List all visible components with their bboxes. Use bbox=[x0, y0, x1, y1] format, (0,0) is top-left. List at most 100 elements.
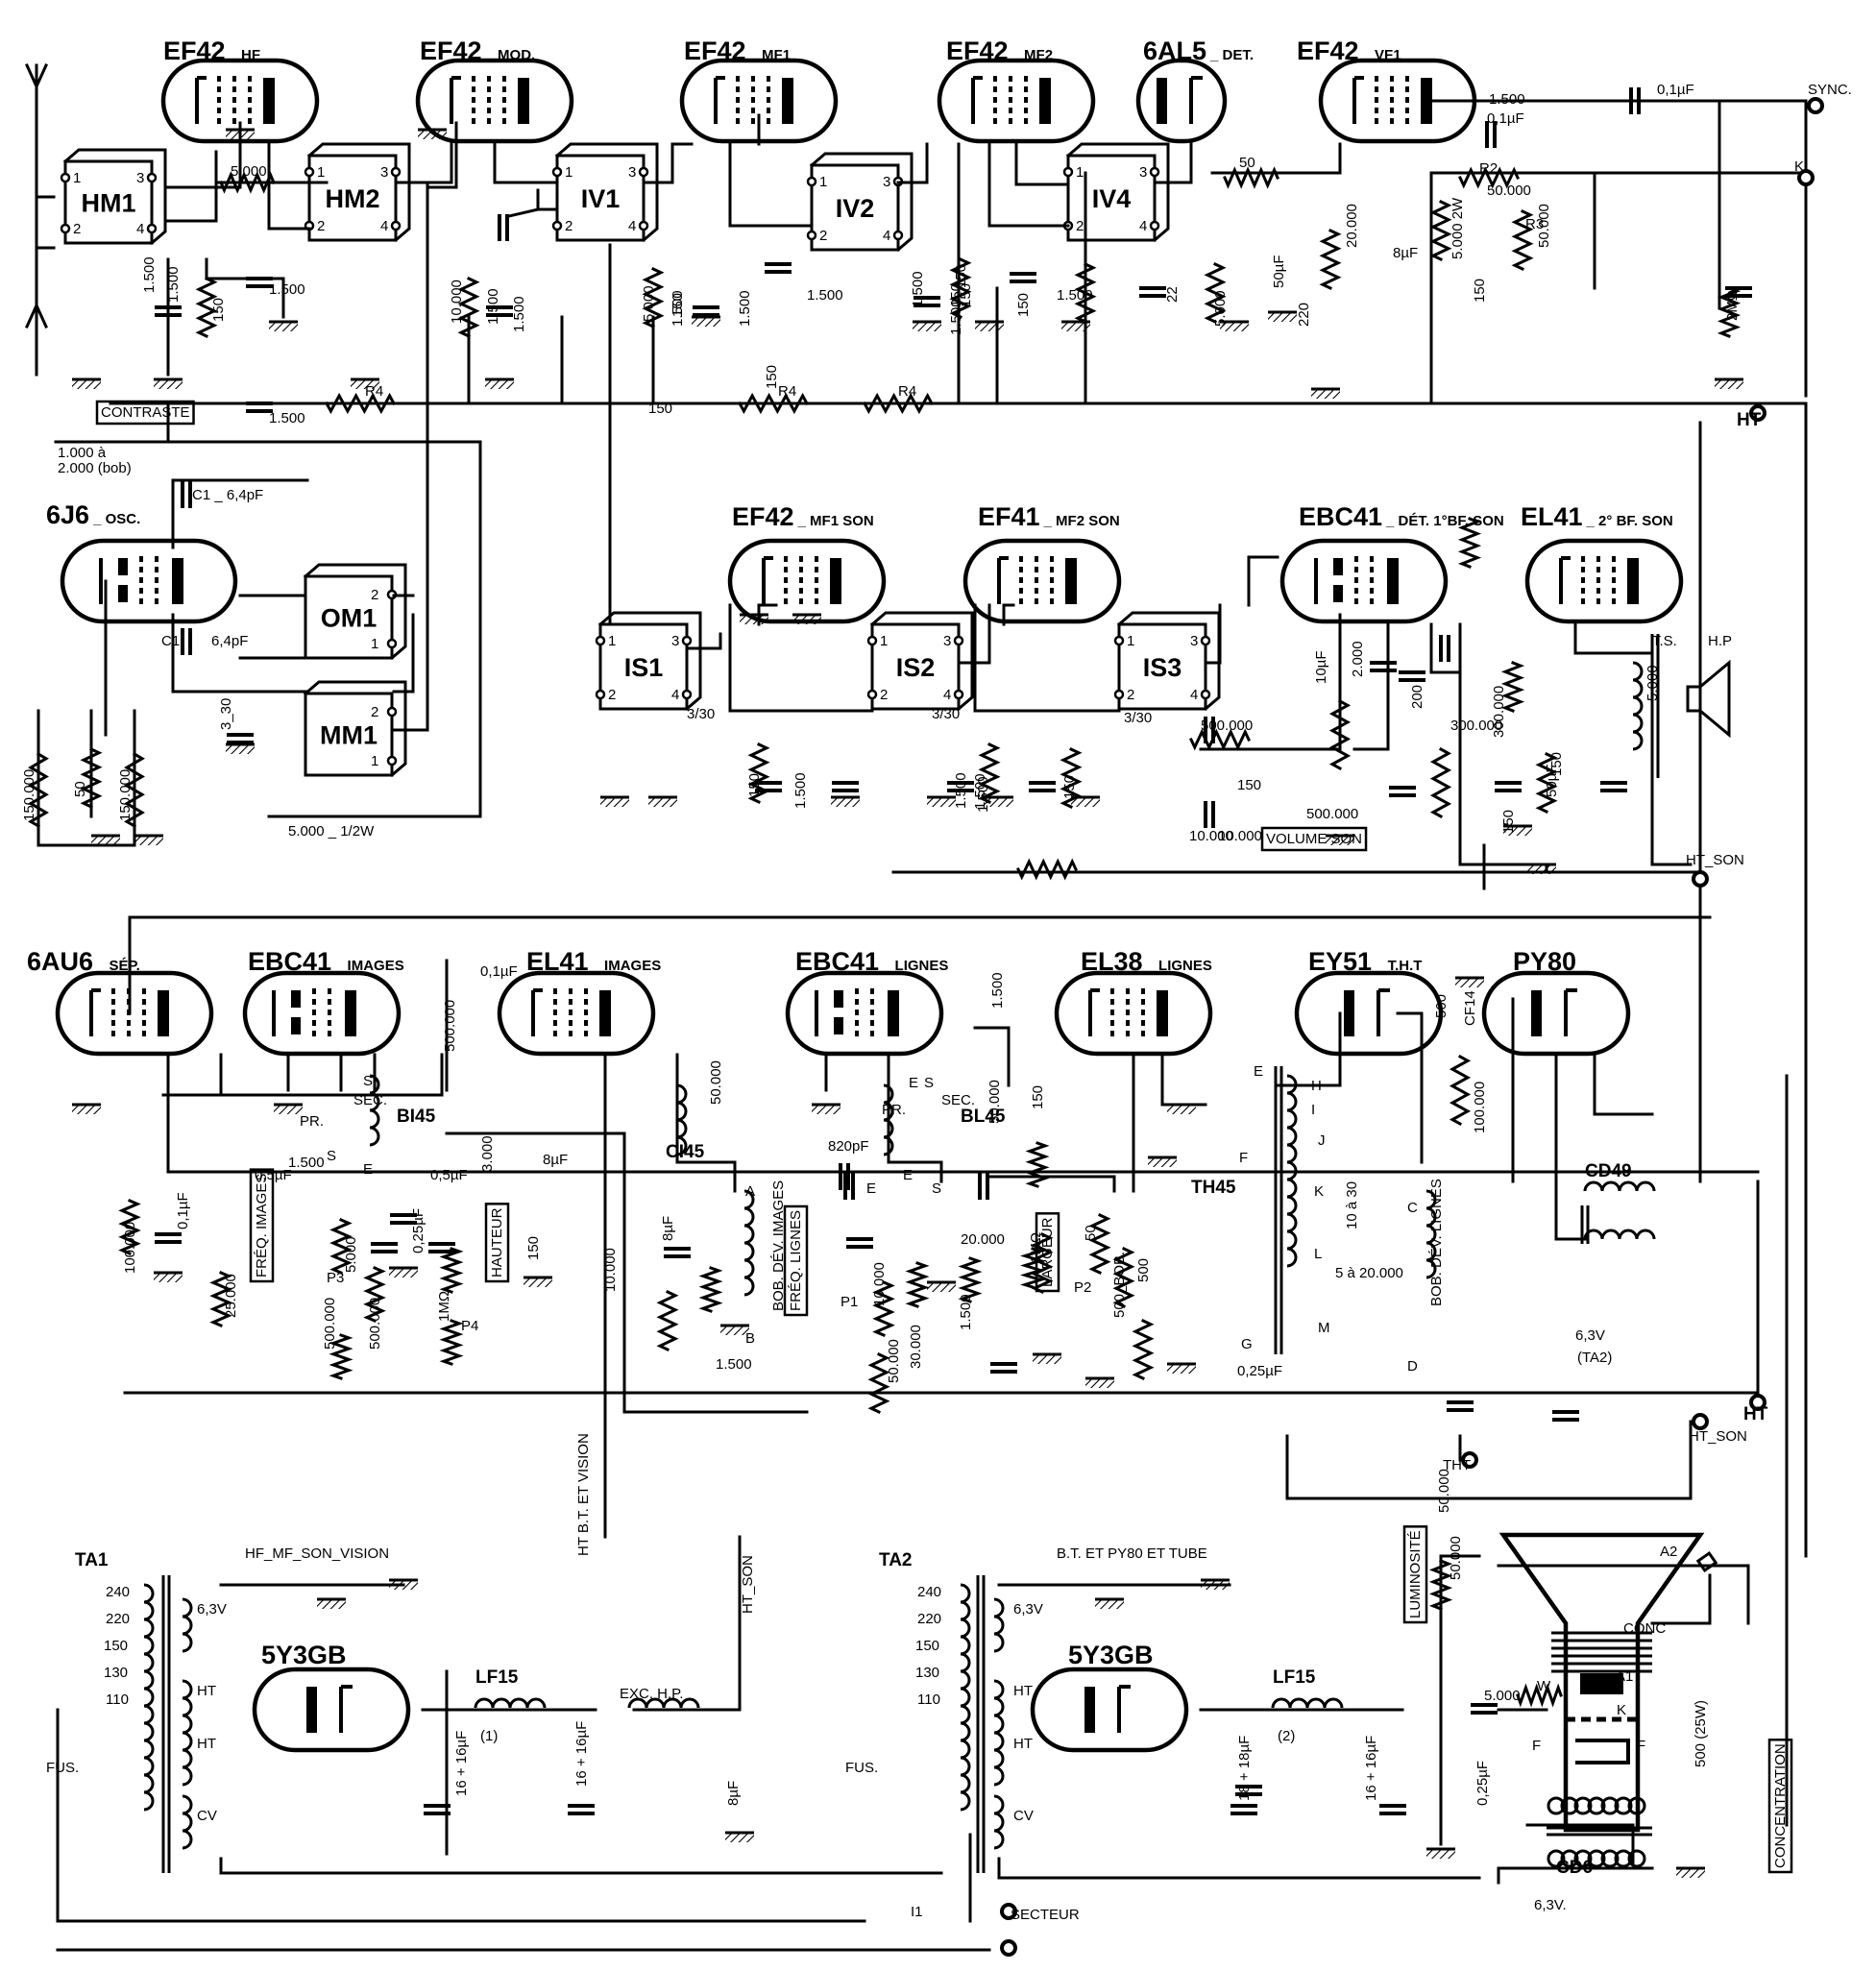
component-value: 220 bbox=[106, 1611, 130, 1627]
ground-symbol bbox=[267, 320, 300, 333]
wire bbox=[1199, 613, 1342, 751]
resistor bbox=[329, 1333, 353, 1380]
resistor bbox=[118, 1199, 141, 1255]
component-value: J bbox=[1318, 1132, 1326, 1149]
ground-symbol bbox=[690, 315, 722, 328]
inductor bbox=[1323, 1697, 1344, 1709]
component-value: 0,25µF bbox=[410, 1208, 426, 1253]
coil-name: HM1 bbox=[81, 189, 135, 218]
inductor bbox=[676, 1135, 688, 1156]
component-value: CV bbox=[1013, 1808, 1034, 1824]
component-value: 150 bbox=[953, 264, 969, 288]
tube-t18 bbox=[1481, 970, 1631, 1057]
wire bbox=[622, 1132, 809, 1414]
label-l47: LUMINOSITÉ bbox=[1407, 1530, 1424, 1618]
tube-label: EBC41_ LIGNES bbox=[795, 947, 948, 976]
resistor bbox=[737, 392, 810, 415]
coil-name: IV1 bbox=[581, 184, 621, 213]
resistor bbox=[642, 267, 665, 328]
label-l60: F bbox=[1532, 1738, 1541, 1754]
label-l2: 1.000 à bbox=[58, 445, 107, 461]
wire bbox=[25, 302, 48, 328]
label-l3: 2.000 (bob) bbox=[58, 460, 132, 476]
pin-label: 3 bbox=[380, 164, 388, 181]
ground-symbol bbox=[738, 613, 770, 626]
component-value: 50 bbox=[72, 781, 88, 797]
component-value: 0,1µF bbox=[175, 1192, 191, 1229]
pin-label: 1 bbox=[371, 753, 378, 769]
inductor bbox=[993, 1679, 1005, 1700]
component-value: E bbox=[903, 1167, 913, 1183]
component-value: 1.500 bbox=[807, 287, 843, 304]
resistor bbox=[363, 1266, 386, 1323]
inductor bbox=[182, 1765, 193, 1787]
inductor bbox=[743, 1258, 755, 1279]
component-value: 1.500 bbox=[953, 772, 969, 809]
component-value: 8µF bbox=[725, 1781, 742, 1806]
component-value: 1.500 bbox=[511, 296, 527, 332]
component-value: B bbox=[745, 1330, 755, 1347]
resistor bbox=[1019, 1247, 1046, 1289]
component-value: 1.500 bbox=[972, 773, 988, 810]
pin-label: 4 bbox=[671, 687, 679, 703]
inductor bbox=[1271, 1697, 1292, 1709]
component-value: 50.000 bbox=[886, 1339, 902, 1383]
inductor bbox=[993, 1696, 1005, 1717]
ground-symbol bbox=[1146, 1156, 1179, 1169]
component-value: M bbox=[1318, 1320, 1330, 1336]
label-l46: HT_SON bbox=[740, 1555, 756, 1614]
component-value: 150 bbox=[915, 1638, 939, 1654]
component-value: 25.000 bbox=[223, 1274, 239, 1318]
resistor bbox=[698, 1266, 723, 1313]
label-box bbox=[484, 1203, 510, 1283]
terminal bbox=[1692, 1413, 1709, 1430]
component-value: 1.500 bbox=[910, 271, 926, 307]
terminal bbox=[1692, 870, 1709, 888]
tube-t15 bbox=[785, 970, 944, 1057]
component-value: 2.000 bbox=[1350, 641, 1366, 677]
component-value: 0,1µF bbox=[480, 963, 518, 980]
inductor bbox=[960, 1687, 971, 1708]
pin-label: 2 bbox=[565, 218, 573, 234]
component-value: E bbox=[363, 1161, 373, 1178]
label-l55: A2 bbox=[1660, 1544, 1677, 1560]
component-value: 10.000 bbox=[449, 280, 465, 324]
wire bbox=[161, 1053, 444, 1097]
tube-t9 bbox=[962, 538, 1122, 624]
component-value: 8µF bbox=[543, 1152, 568, 1168]
component-value: HT bbox=[1013, 1736, 1033, 1752]
inductor bbox=[1286, 1229, 1298, 1251]
pin-label: 3 bbox=[883, 174, 890, 190]
wire bbox=[54, 440, 482, 818]
pin-label: 4 bbox=[380, 218, 388, 234]
inductor bbox=[960, 1721, 971, 1742]
component-value: 6,3V bbox=[197, 1601, 227, 1618]
inductor bbox=[993, 1829, 1005, 1850]
inductor bbox=[960, 1704, 971, 1725]
ground-symbol bbox=[1309, 387, 1342, 401]
wire bbox=[1497, 1866, 1654, 1885]
tube-t2 bbox=[415, 58, 574, 144]
tube-label: 6J6_ OSC. bbox=[46, 500, 140, 529]
component-value: 50µF bbox=[1271, 256, 1287, 289]
label-l6: 6,4pF bbox=[211, 633, 248, 649]
component-value: G bbox=[1241, 1336, 1253, 1352]
component-value: 1.500 bbox=[948, 299, 964, 335]
label-l10: HT bbox=[1737, 410, 1762, 430]
wire bbox=[394, 142, 453, 184]
component-value: 150 bbox=[948, 283, 964, 307]
label-l69: SEC. bbox=[941, 1092, 975, 1108]
component-value: 1.500 bbox=[670, 290, 686, 327]
resistor bbox=[958, 1256, 983, 1303]
inductor bbox=[993, 1632, 1005, 1653]
inductor bbox=[993, 1597, 1005, 1618]
component-value: HT bbox=[197, 1683, 216, 1699]
component-value: 500.000 bbox=[1201, 718, 1253, 734]
inductor bbox=[1618, 1180, 1639, 1192]
inductor bbox=[993, 1714, 1005, 1735]
tube-label: EL41_ 2° BF. SON bbox=[1521, 502, 1673, 531]
component-value: D bbox=[1407, 1358, 1418, 1375]
wire bbox=[1247, 555, 1279, 607]
resistor bbox=[329, 1218, 353, 1275]
component-value: 150 bbox=[958, 283, 974, 307]
